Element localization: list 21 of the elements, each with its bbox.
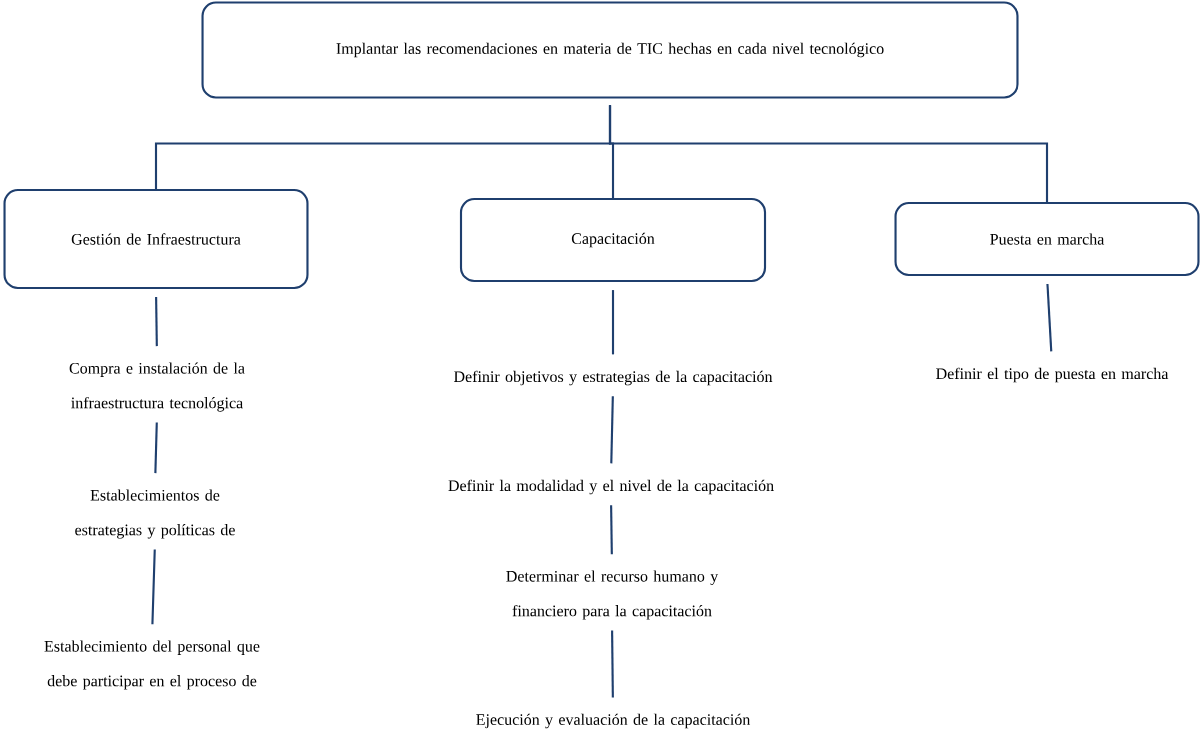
process-box: Implantar las recomendaciones en materia de TIC hechas en cada nivel tecnológico bbox=[201, 1, 1019, 99]
connector-line bbox=[611, 630, 614, 698]
step-text: Ejecución y evaluación de la capacitación bbox=[476, 713, 751, 729]
step-text: Establecimientos de estrategias y políticas de bbox=[75, 489, 235, 539]
step-text: Compra e instalación de la infraestructura tecnológica bbox=[69, 362, 245, 412]
connector-line bbox=[155, 297, 158, 347]
step-text: Determinar el recurso humano y financiero para la capacitación bbox=[506, 570, 719, 620]
connector-line bbox=[151, 549, 156, 625]
connector-line bbox=[610, 505, 613, 555]
process-box: Gestión de Infraestructura bbox=[3, 188, 309, 290]
connector-line bbox=[154, 422, 158, 474]
process-box: Capacitación bbox=[459, 197, 767, 283]
connector-line bbox=[610, 396, 614, 464]
connector-line bbox=[608, 105, 1049, 202]
process-box: Puesta en marcha bbox=[894, 201, 1200, 277]
connector-line bbox=[1046, 284, 1053, 352]
step-text: Definir el tipo de puesta en marcha bbox=[936, 367, 1169, 383]
step-text: Establecimiento del personal que debe participar en el proceso de bbox=[44, 640, 260, 690]
connector-line bbox=[611, 290, 615, 355]
step-text: Definir objetivos y estrategias de la capacitación bbox=[454, 370, 773, 386]
step-text: Definir la modalidad y el nivel de la capacitación bbox=[448, 479, 774, 495]
